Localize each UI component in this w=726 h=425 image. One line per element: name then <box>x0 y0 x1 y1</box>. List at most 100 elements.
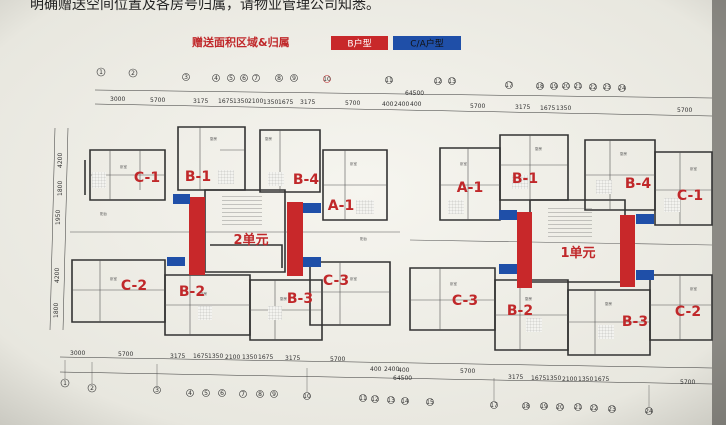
top-axis-bubbles <box>96 67 626 92</box>
legend-ca-swatch <box>393 36 461 50</box>
bathrooms-left <box>92 170 374 320</box>
svg-text:卧室: 卧室 <box>120 164 127 169</box>
svg-text:5: 5 <box>229 75 233 82</box>
svg-text:7: 7 <box>241 391 245 398</box>
svg-text:9: 9 <box>292 75 296 82</box>
svg-text:3: 3 <box>184 74 188 81</box>
unit-b1-left: B-1 <box>185 169 211 185</box>
unit-b2-left: B-2 <box>179 284 205 300</box>
svg-text:阳台: 阳台 <box>360 236 368 241</box>
svg-text:3175: 3175 <box>508 374 523 381</box>
svg-text:3175: 3175 <box>170 353 185 360</box>
unit-b2-right: B-2 <box>507 303 533 319</box>
svg-text:22: 22 <box>590 405 598 412</box>
svg-text:15: 15 <box>426 399 434 406</box>
building-1-inner-lines <box>409 135 713 355</box>
svg-text:12: 12 <box>371 396 379 403</box>
svg-text:8: 8 <box>277 75 281 82</box>
svg-text:23: 23 <box>608 406 616 413</box>
legend-title: 赠送面积区域&归属 <box>192 35 290 49</box>
svg-text:厨房: 厨房 <box>265 136 273 141</box>
stair-2 <box>222 195 262 225</box>
svg-text:1350: 1350 <box>556 105 571 112</box>
svg-text:8: 8 <box>258 391 262 398</box>
svg-text:2400: 2400 <box>394 101 409 108</box>
svg-text:4: 4 <box>188 390 192 397</box>
svg-text:3175: 3175 <box>515 104 530 111</box>
bathrooms-right <box>448 175 680 339</box>
svg-text:5700: 5700 <box>460 368 475 375</box>
svg-text:1675: 1675 <box>258 354 273 361</box>
svg-text:1675: 1675 <box>193 353 208 360</box>
svg-text:5700: 5700 <box>677 107 692 114</box>
bottom-axis-leaders <box>64 360 650 407</box>
svg-text:1675: 1675 <box>540 105 555 112</box>
svg-text:5700: 5700 <box>150 97 165 104</box>
svg-text:卧室: 卧室 <box>350 276 358 281</box>
svg-text:5700: 5700 <box>118 351 133 358</box>
svg-text:13: 13 <box>387 397 395 404</box>
svg-text:厨房: 厨房 <box>280 296 288 301</box>
bottom-axis-bubbles <box>60 378 653 415</box>
svg-text:卧室: 卧室 <box>690 166 698 171</box>
svg-text:20: 20 <box>556 404 564 411</box>
stair-label-unit1: 1单元 <box>560 245 595 261</box>
svg-text:卧室: 卧室 <box>450 281 458 286</box>
unit-c3-right: C-3 <box>452 293 478 309</box>
unit-b4-right: B-4 <box>625 176 651 192</box>
unit-a1-left: A-1 <box>328 198 354 214</box>
side-dimension-lines <box>49 127 69 331</box>
header-note: 明确赠送空间位置及各房号归属，请物业管理公司知悉。 <box>30 0 380 13</box>
unit-b1-right: B-1 <box>512 171 538 187</box>
svg-text:24: 24 <box>645 408 653 415</box>
svg-text:1: 1 <box>99 69 103 76</box>
svg-text:1675: 1675 <box>531 375 546 382</box>
svg-text:3175: 3175 <box>193 98 208 105</box>
svg-text:10: 10 <box>303 393 311 400</box>
bottom-dimension-lines <box>59 356 713 385</box>
legend-b-swatch <box>331 36 388 50</box>
svg-text:2100: 2100 <box>225 354 240 361</box>
svg-text:1350: 1350 <box>208 353 223 360</box>
unit-c1-left: C-1 <box>134 170 160 186</box>
svg-text:5700: 5700 <box>680 379 695 386</box>
svg-text:64500: 64500 <box>393 375 412 382</box>
svg-text:卧室: 卧室 <box>110 276 117 281</box>
svg-text:11: 11 <box>385 77 393 84</box>
svg-text:19: 19 <box>540 403 548 410</box>
svg-text:4: 4 <box>214 75 218 82</box>
svg-text:12: 12 <box>434 78 442 85</box>
svg-text:17: 17 <box>490 402 498 409</box>
svg-text:厨房: 厨房 <box>605 301 613 306</box>
svg-text:400: 400 <box>398 367 410 374</box>
svg-text:1950: 1950 <box>55 210 62 225</box>
b-type-areas <box>189 197 635 288</box>
svg-text:2100: 2100 <box>562 376 577 383</box>
svg-text:18: 18 <box>522 403 530 410</box>
top-dimension-lines <box>94 89 713 117</box>
svg-text:64500: 64500 <box>405 90 424 97</box>
unit-a1-right: A-1 <box>457 180 483 196</box>
svg-text:厨房: 厨房 <box>620 151 628 156</box>
svg-text:卧室: 卧室 <box>460 161 468 166</box>
unit-c3-left: C-3 <box>323 273 349 289</box>
svg-text:19: 19 <box>550 83 558 90</box>
svg-text:1350: 1350 <box>263 99 278 106</box>
svg-text:厨房: 厨房 <box>200 291 207 296</box>
legend-ca-label: C/A户型 <box>410 38 443 50</box>
svg-text:厨房: 厨房 <box>525 296 533 301</box>
stair-1 <box>548 208 592 238</box>
svg-text:2400: 2400 <box>384 366 399 373</box>
svg-text:14: 14 <box>401 398 409 405</box>
svg-text:2: 2 <box>90 385 94 392</box>
bottom-dimension-texts: 3000 5700 3175 1675 1350 2100 1350 1675 … <box>70 350 695 386</box>
svg-text:5: 5 <box>204 390 208 397</box>
svg-text:9: 9 <box>272 391 276 398</box>
svg-text:17: 17 <box>505 82 513 89</box>
svg-text:6: 6 <box>220 390 224 397</box>
stair-label-unit2: 2单元 <box>233 232 268 248</box>
unit-labels: C-1 B-1 B-4 A-1 C-2 B-2 B-3 C-3 A-1 B-1 … <box>121 169 703 330</box>
svg-text:厨房: 厨房 <box>210 136 217 141</box>
